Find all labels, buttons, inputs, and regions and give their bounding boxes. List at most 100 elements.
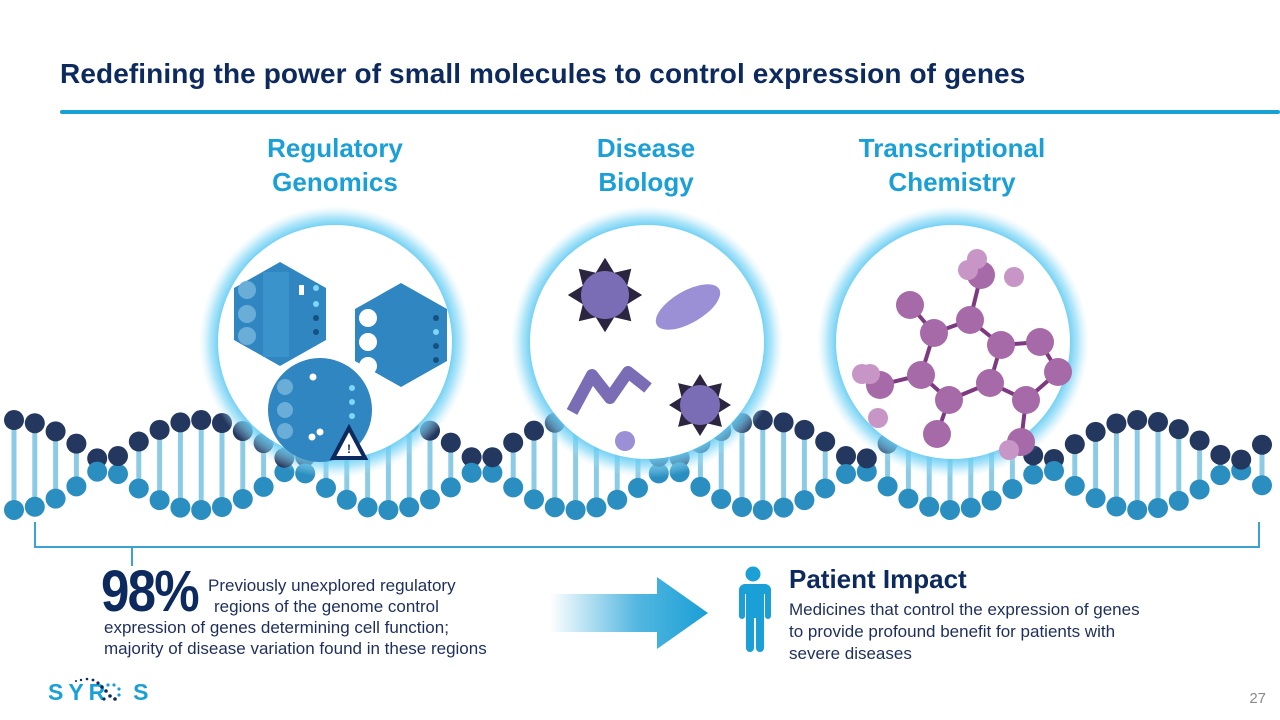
pillar-transcriptional-chemistry: Transcriptional Chemistry xyxy=(822,131,1082,199)
pillar-title-line2: Genomics xyxy=(272,167,398,197)
knob-icon xyxy=(277,402,293,418)
helix-node xyxy=(87,461,108,482)
knob-icon xyxy=(277,423,293,439)
helix-node xyxy=(1189,430,1210,451)
knob-icon xyxy=(277,379,293,395)
hydrogen-atom xyxy=(868,408,888,428)
helix-node xyxy=(128,478,149,499)
helix-node xyxy=(108,463,128,484)
helix-node xyxy=(378,499,399,520)
helix-node xyxy=(1231,449,1252,470)
helix-node xyxy=(440,432,461,453)
stat-line: majority of disease variation found in t… xyxy=(104,639,487,658)
helix-node xyxy=(940,499,960,520)
helix-node xyxy=(1106,496,1127,517)
atom xyxy=(976,369,1004,397)
helix-node xyxy=(316,477,336,498)
helix-node xyxy=(565,499,586,520)
helix-node xyxy=(66,476,87,497)
helix-node xyxy=(482,447,503,468)
atom xyxy=(935,386,963,414)
helix-node xyxy=(773,412,794,433)
regulatory-genomics-circle: ! xyxy=(199,206,471,478)
helix-node xyxy=(170,412,191,433)
indicator-dot xyxy=(433,357,439,363)
helix-node xyxy=(24,413,45,434)
hydrogen-atom xyxy=(967,249,987,269)
impact-line: severe diseases xyxy=(789,644,912,663)
indicator-dot xyxy=(433,329,439,335)
helix-node xyxy=(773,497,794,518)
helix-node xyxy=(919,496,940,517)
pillar-disease-biology: Disease Biology xyxy=(516,131,776,199)
helix-node xyxy=(45,488,66,509)
helix-node xyxy=(1127,499,1148,520)
helix-node xyxy=(690,476,711,497)
knob-icon xyxy=(359,333,377,351)
stat-line: Previously unexplored regulatory xyxy=(208,576,456,595)
helix-bracket xyxy=(34,522,1260,548)
indicator-dot xyxy=(313,315,319,321)
warning-glyph: ! xyxy=(347,442,351,456)
pillar-regulatory-genomics: Regulatory Genomics xyxy=(205,131,465,199)
hydrogen-atom xyxy=(860,364,880,384)
stat-line: expression of genes determining cell fun… xyxy=(104,618,449,637)
switch-dot xyxy=(309,373,317,381)
indicator-dot xyxy=(433,315,439,321)
helix-node xyxy=(24,496,45,517)
helix-node xyxy=(440,477,461,498)
helix-node xyxy=(191,499,212,520)
helix-node xyxy=(461,462,482,483)
helix-node xyxy=(1085,488,1106,509)
helix-node xyxy=(960,497,981,518)
helix-node xyxy=(503,432,524,453)
stat-description: Previously unexplored regulatory regions… xyxy=(104,575,564,659)
helix-node xyxy=(981,490,1002,511)
syros-logo: SYR S xyxy=(48,679,153,706)
helix-node xyxy=(1252,475,1272,496)
helix-node xyxy=(1189,479,1210,500)
helix-node xyxy=(1148,412,1168,433)
helix-node xyxy=(4,410,24,431)
indicator-dot xyxy=(433,343,439,349)
helix-node xyxy=(232,488,253,509)
knob-icon xyxy=(359,357,377,375)
atom xyxy=(923,420,951,448)
dna-helix-illustration: ! xyxy=(4,206,1272,520)
atom xyxy=(896,291,924,319)
arrow-right-icon xyxy=(550,577,708,649)
patient-impact-description: Medicines that control the expression of… xyxy=(789,599,1209,665)
atom xyxy=(987,331,1015,359)
helix-node xyxy=(711,488,732,509)
knob-icon xyxy=(238,305,256,323)
helix-node xyxy=(149,490,170,511)
switch-dot xyxy=(308,433,316,441)
helix-node xyxy=(1168,490,1189,511)
helix-node xyxy=(1064,475,1085,496)
pillar-title-line2: Biology xyxy=(598,167,694,197)
indicator-dot xyxy=(349,385,355,391)
warning-icon xyxy=(329,423,369,460)
helix-node xyxy=(856,448,877,469)
helix-node xyxy=(1168,419,1189,440)
indicator-dot xyxy=(313,301,319,307)
person-icon xyxy=(739,566,771,652)
helix-node xyxy=(898,488,919,509)
helix-node xyxy=(544,497,565,518)
disease-biology-circle xyxy=(511,206,783,478)
bacteria-icon xyxy=(655,284,721,330)
hydrogen-atom xyxy=(1004,267,1024,287)
page-number: 27 xyxy=(1249,690,1266,707)
helix-node xyxy=(1106,413,1127,434)
pillar-title-line2: Chemistry xyxy=(888,167,1016,197)
helix-node xyxy=(482,462,503,483)
indicator-dot xyxy=(349,413,355,419)
helix-node xyxy=(1044,460,1064,481)
helix-node xyxy=(732,496,752,517)
impact-line: Medicines that control the expression of… xyxy=(789,600,1140,619)
helix-node xyxy=(752,499,773,520)
transcriptional-chemistry-circle xyxy=(817,206,1089,478)
helix-node xyxy=(1210,444,1231,465)
slide-title: Redefining the power of small molecules … xyxy=(60,58,1026,89)
helix-node xyxy=(191,410,212,431)
